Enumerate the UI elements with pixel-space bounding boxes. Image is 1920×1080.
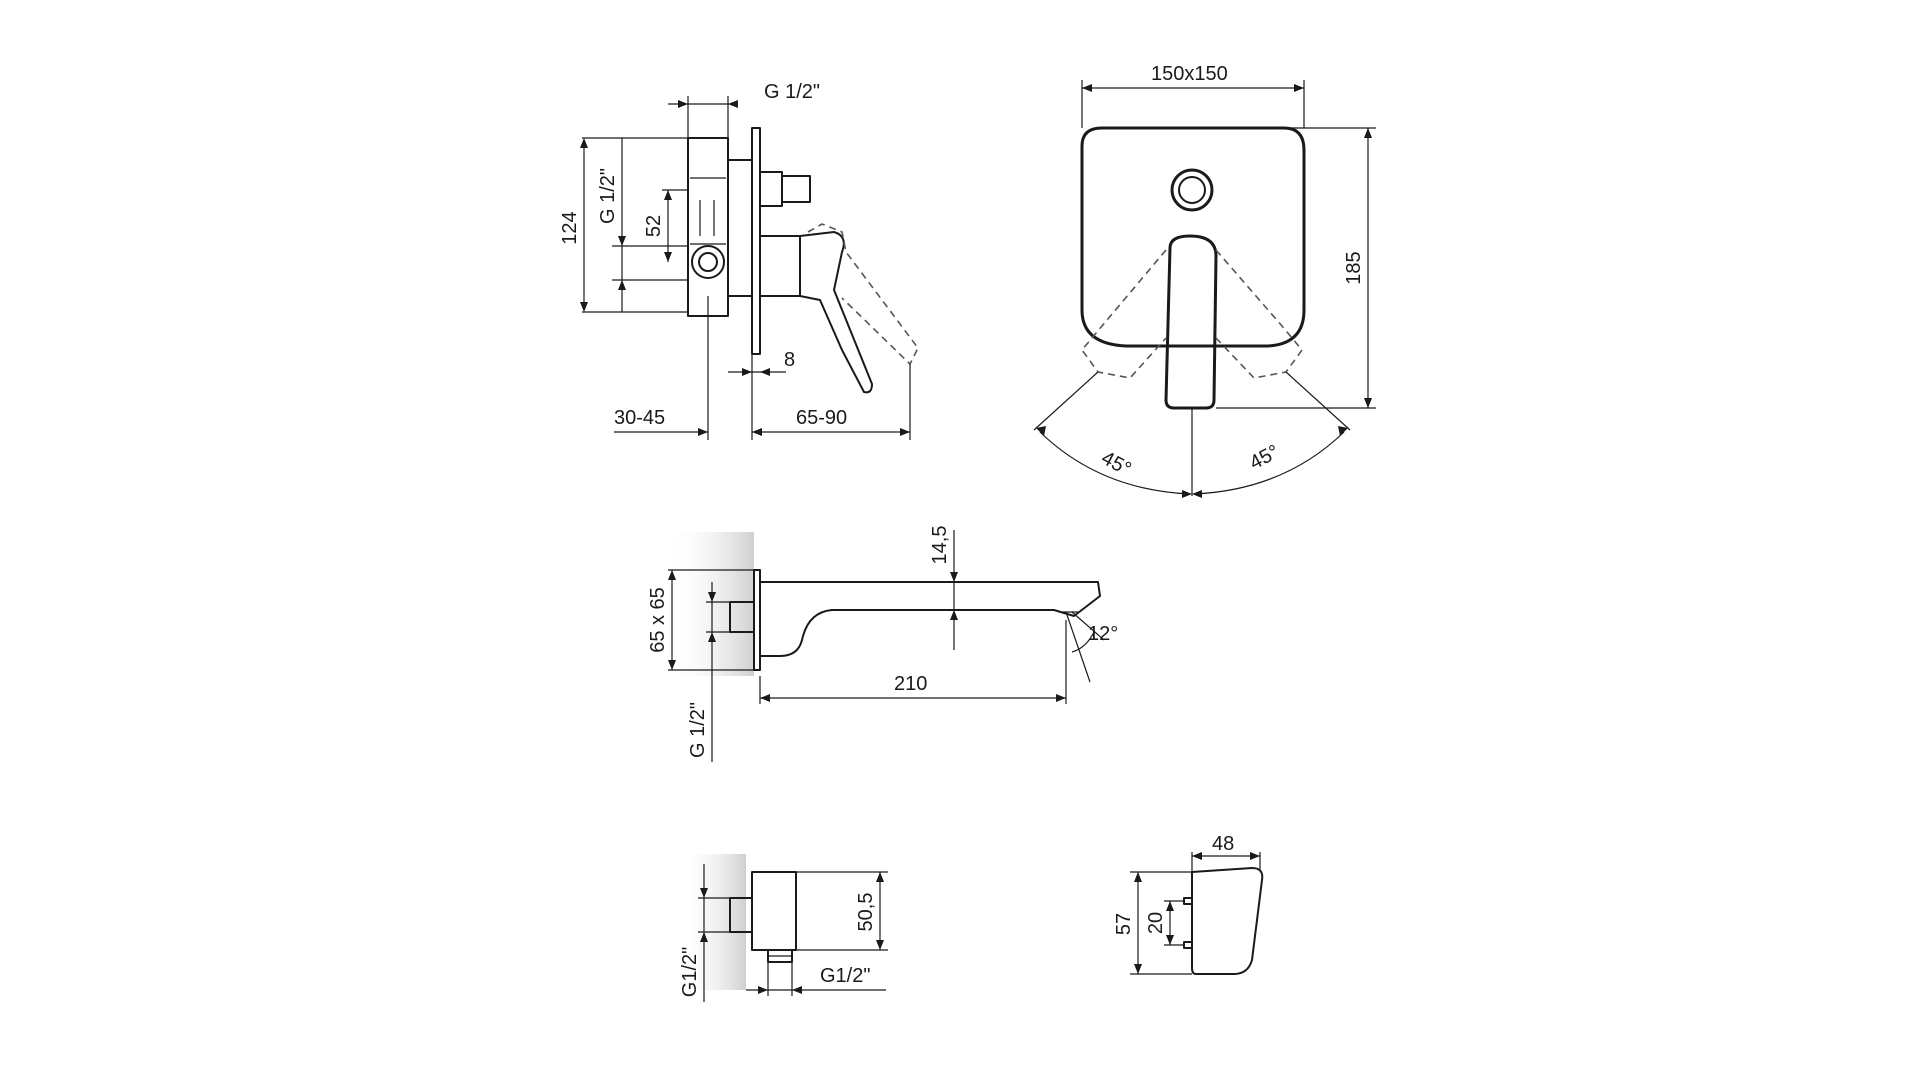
wall-plate — [751, 127, 761, 355]
spout-view: 65 x 65 G 1/2" 14,5 210 12° — [647, 526, 1118, 762]
dim-line-connector-height — [796, 871, 888, 951]
mixer-side-view: G 1/2" 124 G 1/2" 52 8 30-45 65-90 — [559, 81, 919, 440]
lever-handle — [799, 231, 873, 394]
connector-inlet — [729, 897, 753, 933]
dim-line-height-total — [582, 137, 688, 313]
dim-holder-spacing: 20 — [1145, 912, 1167, 934]
diverter-stem — [759, 171, 783, 207]
dim-spout-plate: 65 x 65 — [647, 587, 669, 653]
angle-extension-lines — [1033, 371, 1351, 431]
dim-plate-size: 150x150 — [1151, 63, 1228, 85]
dim-vertical-thread: G 1/2" — [597, 168, 619, 224]
connector-body — [751, 871, 797, 951]
dim-line-spout-angle — [1065, 611, 1105, 683]
valve-internals — [690, 177, 726, 245]
dim-angle-left: 45° — [1098, 447, 1135, 481]
dim-line-inner-height — [662, 189, 688, 262]
arc-right — [1193, 431, 1345, 495]
dim-line-holder-height — [1130, 871, 1192, 975]
lever-alt-position — [807, 223, 919, 366]
dim-height-total: 124 — [559, 211, 581, 244]
inlet-ring — [691, 245, 725, 279]
cover-plate — [1080, 126, 1306, 348]
wall-connector-view: 50,5 G1/2" G1/2" — [679, 854, 888, 1002]
dim-angle-right: 45° — [1246, 441, 1283, 475]
dim-line-holder-spacing — [1164, 900, 1184, 946]
diverter-knob — [781, 175, 811, 203]
dim-depth-front: 65-90 — [796, 407, 847, 429]
dim-depth-wall: 30-45 — [614, 407, 665, 429]
dim-connector-thread-bottom: G1/2" — [820, 965, 870, 987]
lever-collar — [759, 235, 801, 297]
connector-wall — [680, 854, 746, 990]
spout-connector — [729, 601, 755, 633]
dim-line-spout-thread — [706, 582, 730, 762]
arc-spout-angle — [1071, 631, 1095, 653]
dim-line-connector-thread-bottom — [746, 962, 886, 996]
dim-spout-thread: G 1/2" — [687, 702, 709, 758]
dim-line-spout-plate — [668, 569, 754, 671]
holder-pin-top — [1183, 897, 1193, 905]
valve-body — [687, 137, 729, 317]
lever-right-position — [1215, 249, 1304, 379]
dim-top-thread: G 1/2" — [764, 81, 820, 103]
holder-pin-bottom — [1183, 941, 1193, 949]
holder-view: 48 57 20 — [1113, 833, 1264, 975]
diverter-button-inner — [1178, 176, 1206, 204]
spout-wall — [668, 532, 754, 676]
lever-front — [1164, 234, 1218, 410]
dim-connector-height: 50,5 — [855, 893, 877, 932]
dim-line-depth — [614, 296, 911, 440]
dim-holder-width: 48 — [1212, 833, 1234, 855]
dim-line-holder-width — [1191, 852, 1261, 872]
dim-spout-height: 14,5 — [929, 526, 951, 565]
mixer-front-view: 150x150 185 45° 45° — [1033, 63, 1376, 498]
dim-plate-thickness: 8 — [784, 349, 795, 371]
dim-line-front-height — [1216, 127, 1376, 409]
dim-holder-height: 57 — [1113, 913, 1135, 935]
spout-body — [759, 581, 1101, 657]
body-bridge — [727, 159, 753, 297]
holder-body — [1191, 867, 1264, 975]
dim-connector-thread-left: G1/2" — [679, 947, 701, 997]
dim-spout-length: 210 — [894, 673, 927, 695]
dim-inner-height: 52 — [643, 215, 665, 237]
dim-line-spout-length — [759, 620, 1067, 704]
inlet-ring-inner — [698, 252, 718, 272]
dim-spout-angle: 12° — [1088, 623, 1118, 645]
dim-front-height: 185 — [1343, 251, 1365, 284]
dim-line-plate-size — [1081, 80, 1305, 128]
diverter-button — [1170, 168, 1214, 212]
lever-left-position — [1080, 249, 1167, 379]
arc-left — [1039, 431, 1191, 495]
